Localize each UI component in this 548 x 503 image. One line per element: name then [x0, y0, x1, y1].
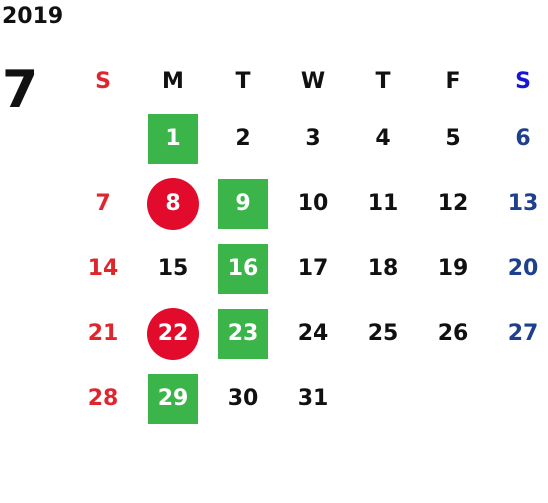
calendar-empty-cell	[418, 366, 488, 431]
calendar-day-number: 5	[445, 126, 461, 151]
calendar-day-15[interactable]: 15	[138, 236, 208, 301]
calendar-day-number: 15	[157, 256, 189, 281]
calendar-day-number: 27	[507, 321, 539, 346]
weekday-header-sunday: S	[95, 68, 111, 94]
calendar-day-number: 28	[87, 386, 119, 411]
calendar-day-number: 30	[227, 386, 259, 411]
calendar-day-24[interactable]: 24	[278, 301, 348, 366]
calendar-day-5[interactable]: 5	[418, 106, 488, 171]
weekday-header-wednesday: W	[300, 68, 326, 94]
weekday-header-monday: M	[162, 68, 184, 94]
calendar-day-number: 24	[297, 321, 329, 346]
calendar-day-3[interactable]: 3	[278, 106, 348, 171]
calendar-day-21[interactable]: 21	[68, 301, 138, 366]
calendar-day-number: 1	[165, 126, 181, 151]
calendar-month: 7	[2, 60, 39, 120]
calendar-day-number: 25	[367, 321, 399, 346]
calendar-day-number: 4	[375, 126, 391, 151]
calendar-day-4[interactable]: 4	[348, 106, 418, 171]
calendar-day-27[interactable]: 27	[488, 301, 548, 366]
calendar-day-29[interactable]: 29	[138, 366, 208, 431]
calendar-day-23[interactable]: 23	[208, 301, 278, 366]
calendar-day-12[interactable]: 12	[418, 171, 488, 236]
calendar-day-number: 13	[507, 191, 539, 216]
calendar-day-19[interactable]: 19	[418, 236, 488, 301]
calendar-day-number: 19	[437, 256, 469, 281]
weekday-header-friday: F	[445, 68, 461, 94]
calendar-day-13[interactable]: 13	[488, 171, 548, 236]
calendar-day-28[interactable]: 28	[68, 366, 138, 431]
calendar-day-6[interactable]: 6	[488, 106, 548, 171]
weekday-header-tuesday: T	[235, 68, 251, 94]
calendar-day-number: 8	[165, 191, 181, 216]
calendar-day-number: 12	[437, 191, 469, 216]
weekday-header-thursday: T	[375, 68, 391, 94]
calendar-day-2[interactable]: 2	[208, 106, 278, 171]
calendar-day-17[interactable]: 17	[278, 236, 348, 301]
calendar-day-number: 31	[297, 386, 329, 411]
calendar-day-number: 16	[227, 256, 259, 281]
calendar-empty-cell	[488, 366, 548, 431]
calendar-day-number: 3	[305, 126, 321, 151]
calendar-day-number: 18	[367, 256, 399, 281]
calendar-day-1[interactable]: 1	[138, 106, 208, 171]
calendar-day-11[interactable]: 11	[348, 171, 418, 236]
calendar-day-7[interactable]: 7	[68, 171, 138, 236]
calendar-day-number: 23	[227, 321, 259, 346]
calendar-day-number: 22	[157, 321, 189, 346]
calendar-day-31[interactable]: 31	[278, 366, 348, 431]
calendar-day-number: 26	[437, 321, 469, 346]
calendar-year: 2019	[2, 4, 64, 29]
calendar-day-number: 14	[87, 256, 119, 281]
calendar-day-number: 2	[235, 126, 251, 151]
calendar-day-number: 9	[235, 191, 251, 216]
calendar-day-25[interactable]: 25	[348, 301, 418, 366]
calendar-day-number: 10	[297, 191, 329, 216]
calendar-day-8[interactable]: 8	[138, 171, 208, 236]
calendar-day-9[interactable]: 9	[208, 171, 278, 236]
calendar-empty-cell	[348, 366, 418, 431]
calendar-day-14[interactable]: 14	[68, 236, 138, 301]
calendar-day-30[interactable]: 30	[208, 366, 278, 431]
calendar-day-18[interactable]: 18	[348, 236, 418, 301]
calendar-day-number: 11	[367, 191, 399, 216]
calendar-day-22[interactable]: 22	[138, 301, 208, 366]
calendar-day-number: 29	[157, 386, 189, 411]
calendar-empty-cell	[68, 106, 138, 171]
calendar-day-20[interactable]: 20	[488, 236, 548, 301]
calendar-day-number: 7	[95, 191, 111, 216]
calendar-day-number: 17	[297, 256, 329, 281]
calendar-day-26[interactable]: 26	[418, 301, 488, 366]
weekday-header-saturday: S	[515, 68, 531, 94]
calendar-day-number: 20	[507, 256, 539, 281]
calendar-day-number: 6	[515, 126, 531, 151]
calendar-day-number: 21	[87, 321, 119, 346]
calendar-day-10[interactable]: 10	[278, 171, 348, 236]
calendar-day-16[interactable]: 16	[208, 236, 278, 301]
